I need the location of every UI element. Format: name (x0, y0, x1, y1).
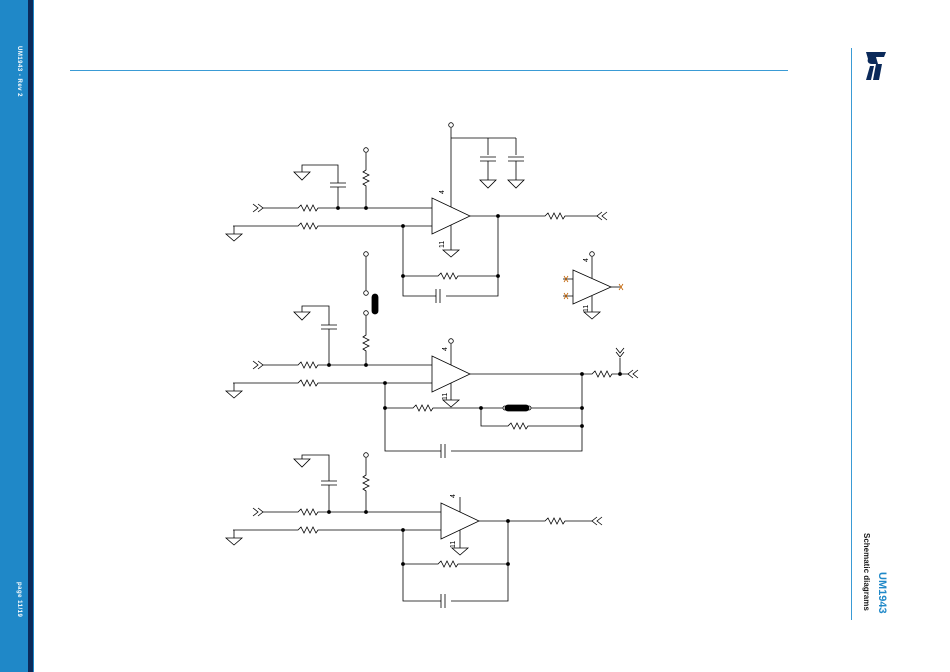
pin-label-top-4: 4 (439, 190, 446, 194)
pin-label-mid-11: 11 (442, 393, 449, 400)
pin-label-unused-4: 4 (583, 258, 590, 262)
pin-label-bottom-11: 11 (450, 541, 457, 548)
pin-label-unused-11: 11 (583, 305, 590, 312)
pin-label-bottom-4: 4 (450, 494, 457, 498)
pin-label-mid-4: 4 (442, 347, 449, 351)
pin-label-top-11: 11 (439, 241, 446, 248)
